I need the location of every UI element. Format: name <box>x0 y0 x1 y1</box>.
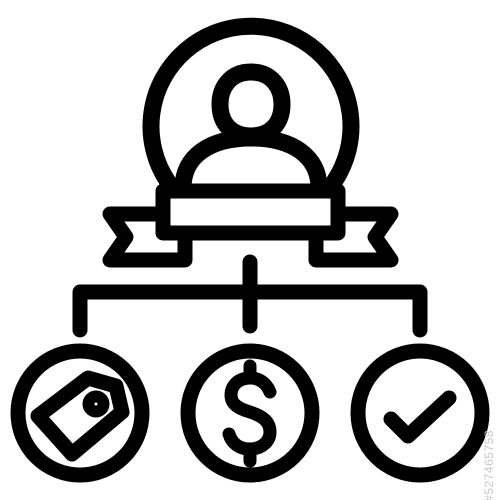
hierarchy-connector <box>72 254 428 338</box>
ribbon-banner <box>102 183 399 268</box>
ribbon-left-tail <box>102 206 193 268</box>
check-circle <box>350 343 490 483</box>
check-node <box>350 343 490 483</box>
dollar-node <box>180 343 320 483</box>
user-avatar-icon <box>142 17 360 197</box>
person-shoulders <box>174 129 328 197</box>
price-tag-icon <box>30 370 130 462</box>
dollar-sign-icon <box>222 359 277 468</box>
price-tag-hole <box>82 390 110 418</box>
ribbon-right-tail <box>308 206 399 268</box>
price-tag-node <box>10 343 150 483</box>
price-tag-circle <box>10 343 150 483</box>
stock-id-watermark: #527465758 <box>482 430 496 500</box>
ribbon-center <box>155 183 346 241</box>
avatar-circle <box>142 17 360 191</box>
checkmark-icon <box>383 390 457 444</box>
person-head <box>211 63 291 145</box>
dollar-circle <box>180 343 320 483</box>
connector-bracket <box>72 284 428 338</box>
